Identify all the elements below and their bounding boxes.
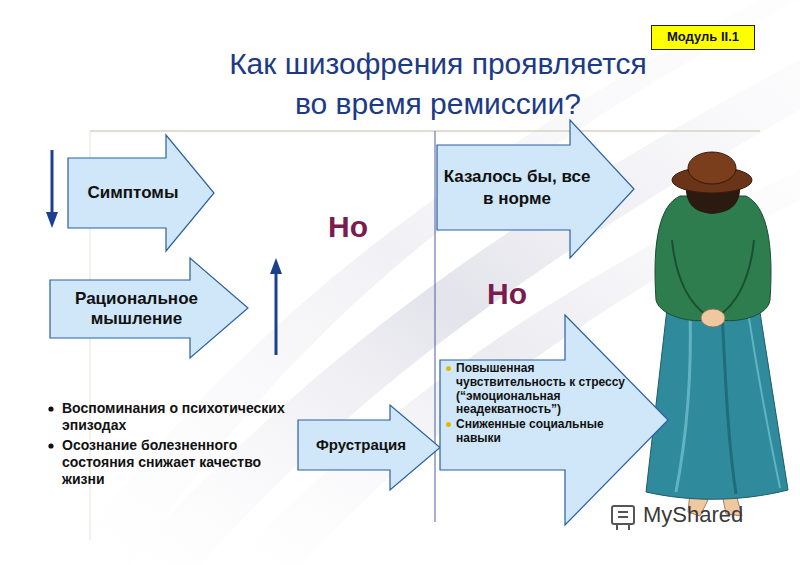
bullet-dot: [48, 406, 53, 411]
text-area: Повышенная чувствительность к стрессу (“…: [446, 362, 642, 468]
text-area: Фрустрация: [300, 420, 422, 470]
arrow-outline: [50, 258, 248, 358]
bullet-dot: [446, 366, 451, 371]
slide-title: Как шизофрения проявляется во время реми…: [221, 44, 656, 124]
watermark-icon: [612, 506, 634, 530]
bullet-item: Воспоминания о психотических эпизодах: [62, 400, 290, 434]
woman-figure: [646, 152, 788, 516]
bullet-dot: [48, 443, 53, 448]
watermark: MyShared: [643, 502, 743, 527]
arrow-shape: [437, 120, 634, 258]
arrow-box: Фрустрация: [298, 405, 440, 490]
box-label: Казалось бы, все в норме: [442, 166, 592, 209]
bullet-text: Повышенная чувствительность к стрессу (“…: [446, 362, 642, 417]
arrow-shape: [50, 258, 248, 358]
arrow-shape: [298, 405, 440, 490]
contrast-word: Но: [328, 210, 368, 245]
arrow-box: Повышенная чувствительность к стрессу (“…: [440, 315, 668, 525]
box-label: Фрустрация: [300, 436, 422, 454]
bullet-item: Осознание болезненного состояния снижает…: [62, 437, 290, 488]
box-label: Модуль II.1: [653, 30, 753, 44]
text-area: Рациональное мышление: [54, 280, 219, 338]
box-label: Рациональное мышление: [54, 289, 219, 330]
contrast-word: Но: [487, 277, 527, 312]
text-area: Модуль II.1: [653, 25, 753, 50]
arrow-box: Симптомы: [68, 135, 214, 251]
title-rule: [90, 130, 760, 132]
divider-line: [435, 131, 436, 522]
arrow-shape: [440, 315, 668, 525]
bullet-dot: [446, 422, 451, 427]
arrow-box: Казалось бы, все в норме: [437, 120, 634, 258]
tag-rect: [652, 26, 755, 50]
bullet-text: Сниженные социальные навыки: [446, 418, 642, 446]
up-arrow: [270, 258, 282, 355]
text-area: Симптомы: [70, 158, 196, 228]
module-tag: Модуль II.1: [651, 25, 755, 50]
down-arrow: [46, 150, 58, 228]
text-area: Казалось бы, все в норме: [442, 145, 592, 230]
box-label: Симптомы: [70, 183, 196, 203]
arrow-shape: [68, 135, 214, 251]
arrow-box: Рациональное мышление: [50, 258, 248, 358]
